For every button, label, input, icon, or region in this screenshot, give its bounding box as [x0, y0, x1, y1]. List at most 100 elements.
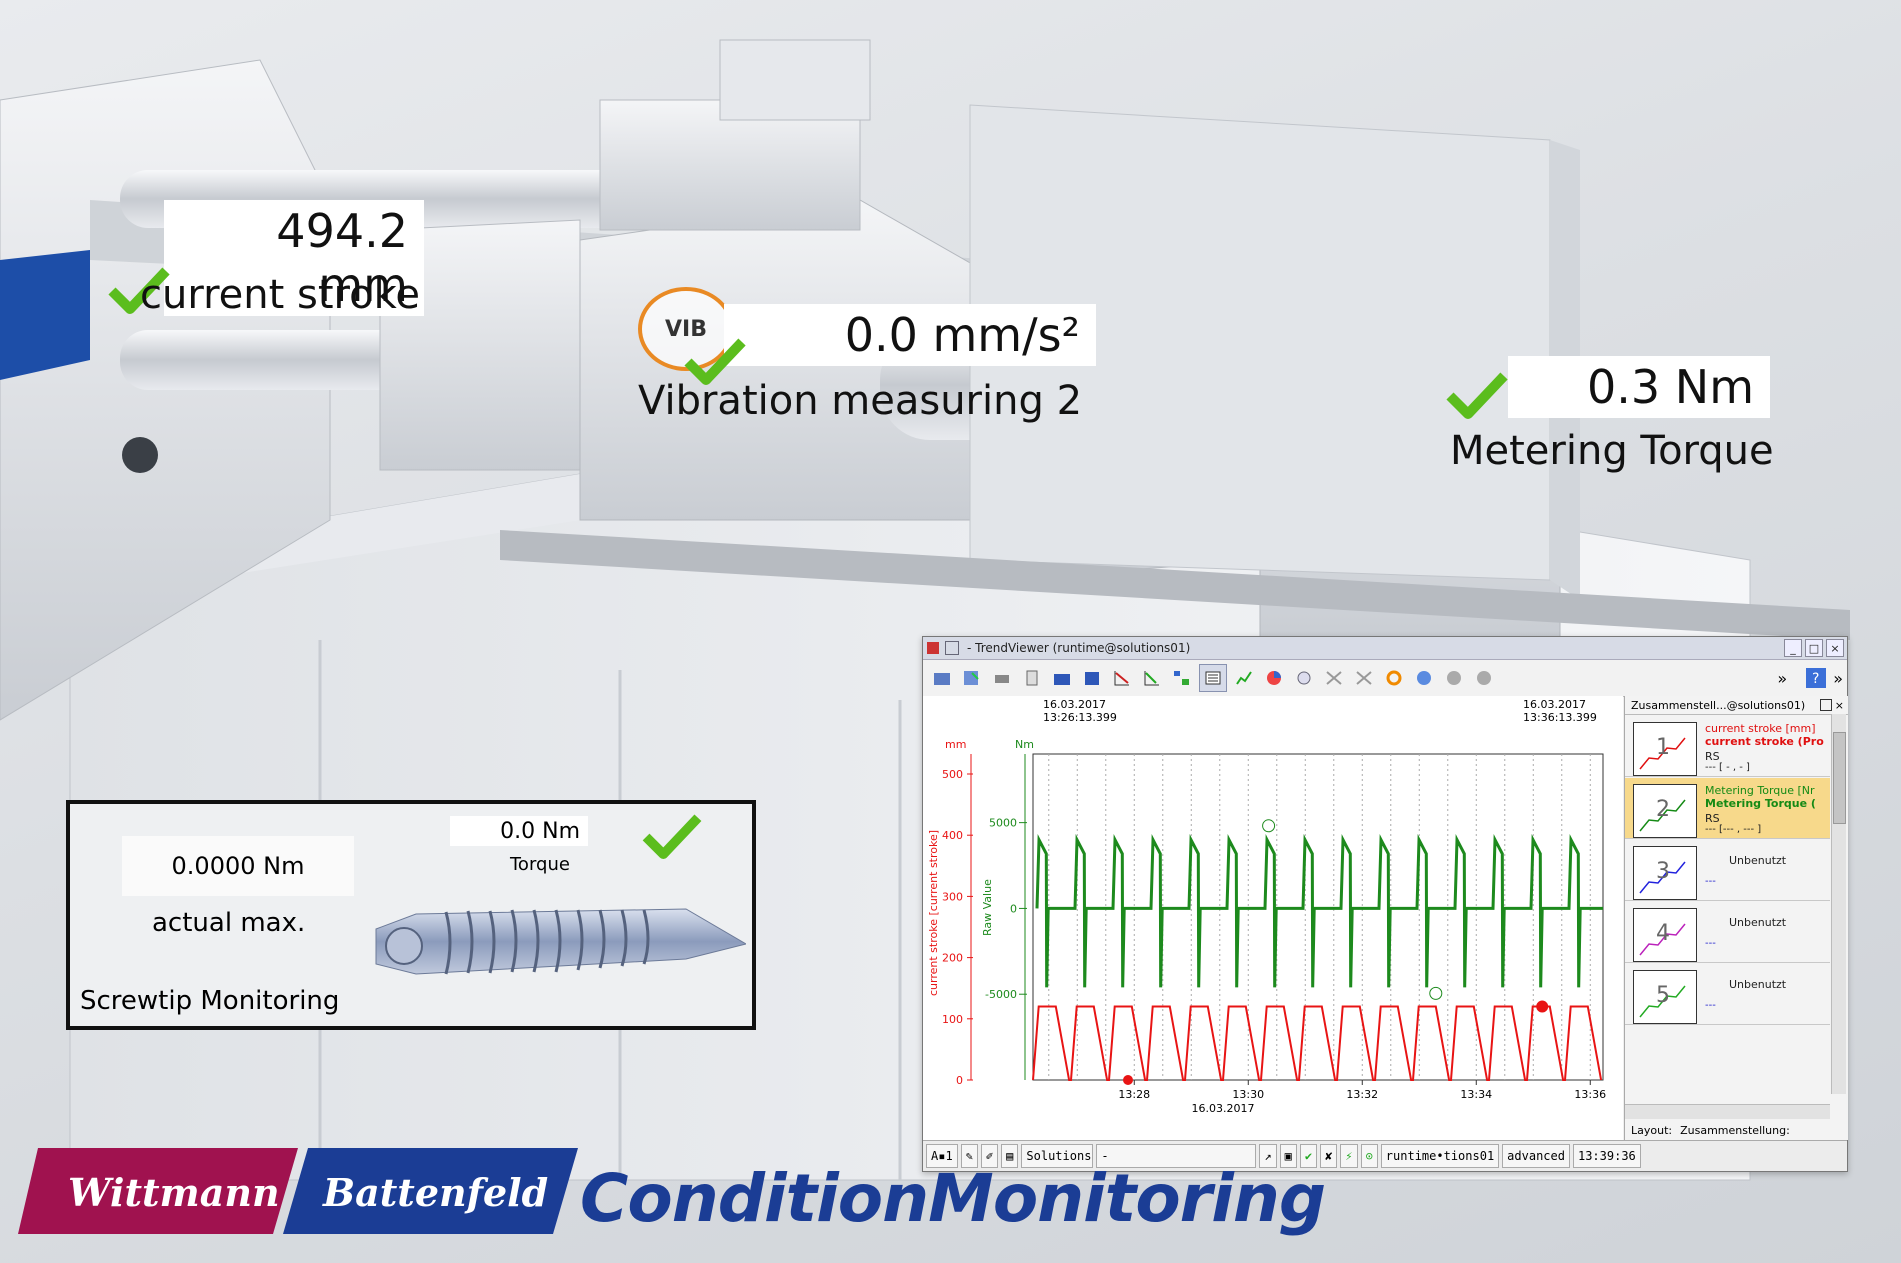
open-icon[interactable]: [929, 665, 955, 691]
status-plug-icon[interactable]: ⚡: [1340, 1144, 1358, 1168]
toolbar-overflow-icon[interactable]: »: [1833, 668, 1843, 688]
vibration-value: 0.0 mm/s²: [724, 304, 1096, 366]
trendviewer-window[interactable]: - TrendViewer (runtime@solutions01) _ □ …: [922, 636, 1848, 1172]
x-end-time: 13:36:13.399: [1523, 711, 1597, 724]
runtime-field: runtime•tions01: [1380, 1144, 1500, 1168]
status-tool-icon[interactable]: ✎: [960, 1144, 978, 1168]
x-end-date: 16.03.2017: [1523, 698, 1586, 711]
toolbar-overflow-icon[interactable]: »: [1777, 668, 1788, 688]
print-icon[interactable]: [989, 665, 1015, 691]
left-tick-label: 100: [942, 1013, 963, 1026]
thumbnail-curve: [1639, 985, 1686, 1018]
thumbnail-curve: [1639, 737, 1686, 770]
trend-thumbnail[interactable]: 1: [1633, 722, 1697, 776]
left-axis-label: current stroke [current stroke]: [927, 830, 940, 996]
sidebar-close-icon[interactable]: ×: [1834, 698, 1844, 712]
panel-field: -: [1096, 1144, 1257, 1168]
chart-icon[interactable]: [1231, 665, 1257, 691]
series-name: current stroke [mm]: [1705, 722, 1816, 735]
sidebar-hscrollbar[interactable]: [1625, 1104, 1830, 1119]
dash-label: ---: [1705, 938, 1716, 949]
maximize-button[interactable]: □: [1805, 639, 1823, 657]
detach-icon[interactable]: [1819, 699, 1832, 711]
max-marker-icon: [1262, 819, 1276, 833]
series-name: Unbenutzt: [1729, 854, 1787, 867]
back-icon[interactable]: [1441, 665, 1467, 691]
axis-icon[interactable]: [1109, 665, 1135, 691]
status-edit-icon[interactable]: ✐: [980, 1144, 999, 1168]
sidebar-header-text: Zusammenstell...@solutions01): [1631, 698, 1806, 712]
checkmark-icon: [684, 338, 746, 385]
zoom-in-icon[interactable]: [1351, 665, 1377, 691]
zoom-out-icon[interactable]: [1321, 665, 1347, 691]
condition-monitoring-title: ConditionMonitoring: [580, 1160, 1326, 1237]
axis-edit-icon[interactable]: [1139, 665, 1165, 691]
forward-icon[interactable]: [1471, 665, 1497, 691]
actual-max-value: 0.0000 Nm: [122, 836, 354, 896]
actual-max-label: actual max.: [152, 908, 306, 938]
rs-label: RS: [1705, 812, 1720, 825]
checkmark-icon: [1446, 372, 1508, 419]
filter-icon[interactable]: [1291, 665, 1317, 691]
max-marker-icon: [1536, 1000, 1549, 1013]
scrollbar-thumb[interactable]: [1833, 732, 1846, 824]
status-bus-icon[interactable]: ▤: [1001, 1144, 1019, 1168]
window-titlebar[interactable]: - TrendViewer (runtime@solutions01) _ □ …: [923, 637, 1847, 660]
list-view-icon[interactable]: [1199, 664, 1227, 692]
sidebar-header: Zusammenstell...@solutions01) ×: [1625, 696, 1848, 715]
status-check-icon[interactable]: ✔: [1299, 1144, 1318, 1168]
series-current-stroke: [1032, 1005, 1603, 1081]
logo-wittmann: Wittmann: [68, 1170, 280, 1215]
sidebar-scrollbar[interactable]: [1831, 714, 1846, 1094]
folder-icon[interactable]: [1049, 665, 1075, 691]
screwtip-torque-value: 0.0 Nm: [450, 816, 588, 846]
min-marker-icon: [1123, 1075, 1133, 1085]
alarm-indicator[interactable]: A▪1: [926, 1144, 958, 1168]
trend-chart[interactable]: 16.03.201713:26:13.39916.03.201713:36:13…: [923, 696, 1623, 1140]
sidebar-footer: Layout: Zusammenstellung:: [1625, 1120, 1854, 1140]
refresh-icon[interactable]: [1381, 665, 1407, 691]
thumbnail-number: 5: [1656, 983, 1670, 1008]
disk-icon[interactable]: [1079, 665, 1105, 691]
pie-icon[interactable]: [1261, 665, 1287, 691]
sidebar-item-3[interactable]: 3 Unbenutzt ---: [1625, 840, 1830, 901]
document-icon[interactable]: [1019, 665, 1045, 691]
toolbar: » ? »: [923, 660, 1847, 697]
checkmark-icon: [642, 814, 702, 860]
tree-icon[interactable]: [1169, 665, 1195, 691]
thumbnail-number: 4: [1656, 921, 1670, 946]
close-button[interactable]: ×: [1826, 639, 1844, 657]
status-save-icon[interactable]: ▣: [1279, 1144, 1297, 1168]
series-name: Metering Torque [Nr: [1705, 784, 1815, 797]
status-arrow-icon[interactable]: ↗: [1259, 1144, 1277, 1168]
left-tick-label: 500: [942, 768, 963, 781]
series-name-bold: Metering Torque (: [1705, 797, 1816, 810]
thumbnail-curve: [1639, 861, 1686, 894]
trend-thumbnail[interactable]: 4: [1633, 908, 1697, 962]
right-tick-label: 5000: [989, 817, 1017, 830]
vibration-label: Vibration measuring 2: [638, 378, 1083, 424]
x-tick-label: 13:34: [1460, 1088, 1492, 1101]
screwtip-panel: 0.0000 Nm actual max. 0.0 Nm Torque Scre…: [66, 800, 756, 1030]
calendar-icon[interactable]: [1411, 665, 1437, 691]
screw-illustration: [375, 908, 746, 975]
dash-label: ---: [1705, 876, 1716, 887]
save-layout-icon[interactable]: [959, 665, 985, 691]
trend-thumbnail[interactable]: 3: [1633, 846, 1697, 900]
status-cross-icon[interactable]: ✘: [1320, 1144, 1338, 1168]
minimize-button[interactable]: _: [1784, 639, 1802, 657]
screwtip-title: Screwtip Monitoring: [80, 986, 340, 1016]
stroke-label: current stroke: [140, 272, 420, 318]
status-signal-icon[interactable]: ⊙: [1360, 1144, 1378, 1168]
window-menu-icon[interactable]: [927, 642, 939, 654]
plot-frame: [1032, 753, 1604, 1081]
window-pin-icon[interactable]: [945, 641, 959, 655]
trend-thumbnail[interactable]: 5: [1633, 970, 1697, 1024]
help-icon[interactable]: ?: [1803, 665, 1829, 691]
trend-thumbnail[interactable]: 2: [1633, 784, 1697, 838]
